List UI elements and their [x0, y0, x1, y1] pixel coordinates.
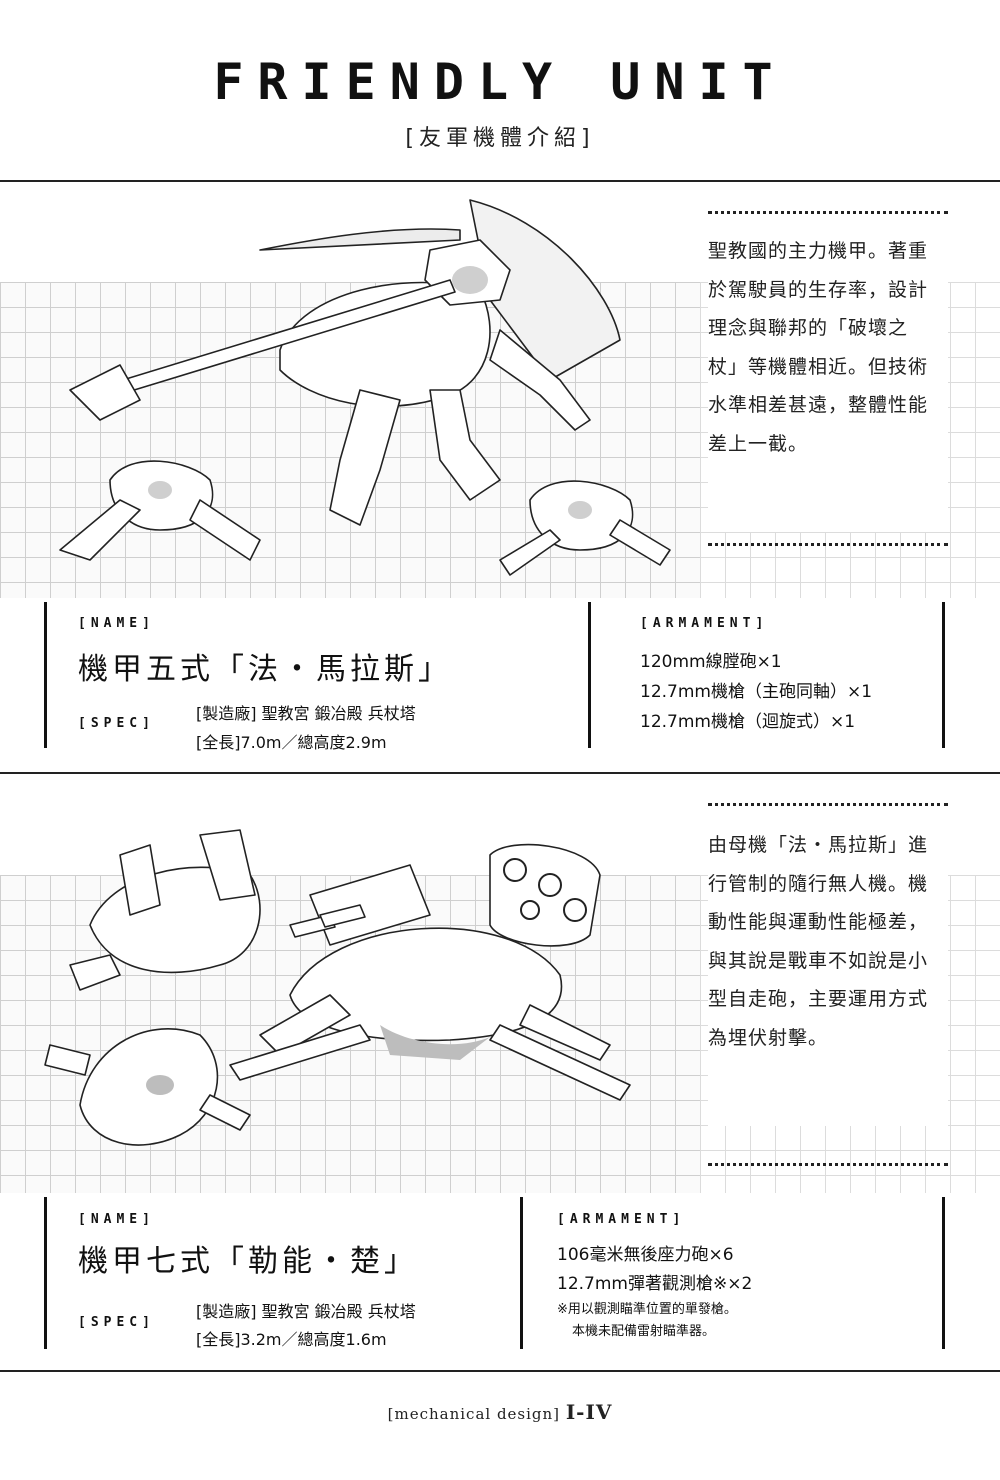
spec-line: [全長]3.2m／總高度1.6m [196, 1330, 387, 1349]
page-title: FRIENDLY UNIT [213, 53, 787, 111]
description-line: 動性能與運動性能極差， [708, 911, 929, 933]
unit-spec-panel [44, 1195, 964, 1355]
panel-bar [520, 1197, 523, 1349]
description-line: 水準相差甚遠，整體性能 [708, 394, 929, 416]
armament-line: 120mm線膛砲×1 [640, 652, 782, 672]
description-line: 行管制的隨行無人機。機 [708, 872, 929, 895]
page-subtitle: [友軍機體介紹] [405, 126, 595, 151]
desc-dotted-rule [708, 543, 948, 546]
panel-bar [942, 1197, 945, 1349]
footer-label: [mechanical design] [387, 1405, 561, 1423]
spec-line: [製造廠] 聖教宮 鍛冶殿 兵杖塔 [196, 704, 416, 723]
section-divider-top [0, 180, 1000, 182]
armament-tag: [ARMAMENT] [640, 616, 769, 631]
section-divider-bottom [0, 1370, 1000, 1372]
armament-tag: [ARMAMENT] [557, 1212, 686, 1227]
spec-tag: [SPEC] [78, 716, 155, 731]
panel-bar [44, 1197, 47, 1349]
armament-line: 12.7mm機槍（迴旋式）×1 [640, 712, 856, 732]
description-line: 由母機「法・馬拉斯」進 [708, 834, 929, 856]
description-line: 杖」等機體相近。但技術 [708, 355, 929, 378]
spec-line: [全長]7.0m／總高度2.9m [196, 733, 387, 752]
unit-description-box: 由母機「法・馬拉斯」進 行管制的隨行無人機。機 動性能與運動性能極差， 與其說是… [708, 826, 948, 1126]
page-footer: [mechanical design] I-IV [0, 1400, 1000, 1424]
spec-line: [製造廠] 聖教宮 鍛冶殿 兵杖塔 [196, 1302, 416, 1321]
description-line: 與其說是戰車不如說是小 [708, 949, 929, 972]
mech-type5-illustration [30, 180, 690, 610]
unit-name: 機甲五式「法・馬拉斯」 [78, 652, 452, 687]
unit-name: 機甲七式「勒能・楚」 [78, 1244, 418, 1279]
armament-note: ※用以觀測瞄準位置的單發槍。 [557, 1302, 737, 1317]
unit-spec-panel [44, 600, 964, 752]
panel-bar [44, 602, 47, 748]
description-line: 差上一截。 [708, 432, 809, 455]
name-tag: [NAME] [78, 616, 155, 631]
description-line: 於駕駛員的生存率，設計 [708, 278, 929, 301]
armament-note: 本機未配備雷射瞄準器。 [572, 1324, 716, 1339]
desc-dotted-rule [708, 803, 948, 806]
unit-description-box: 聖教國的主力機甲。著重 於駕駛員的生存率，設計 理念與聯邦的「破壞之 杖」等機體… [708, 232, 948, 532]
description-line: 為埋伏射擊。 [708, 1026, 829, 1049]
section-divider-middle [0, 772, 1000, 774]
description-line: 型自走砲，主要運用方式 [708, 988, 929, 1010]
armament-line: 106毫米無後座力砲×6 [557, 1245, 734, 1265]
desc-dotted-rule [708, 1163, 948, 1166]
panel-bar [942, 602, 945, 748]
description-line: 理念與聯邦的「破壞之 [708, 317, 909, 339]
name-tag: [NAME] [78, 1212, 155, 1227]
description-line: 聖教國的主力機甲。著重 [708, 240, 929, 262]
panel-bar [588, 602, 591, 748]
mech-type7-illustration [30, 815, 690, 1195]
spec-tag: [SPEC] [78, 1315, 155, 1330]
armament-line: 12.7mm機槍（主砲同軸）×1 [640, 682, 873, 702]
page-number: I-IV [565, 1400, 613, 1424]
armament-line: 12.7mm彈著觀測槍※×2 [557, 1274, 753, 1294]
desc-dotted-rule [708, 211, 948, 214]
